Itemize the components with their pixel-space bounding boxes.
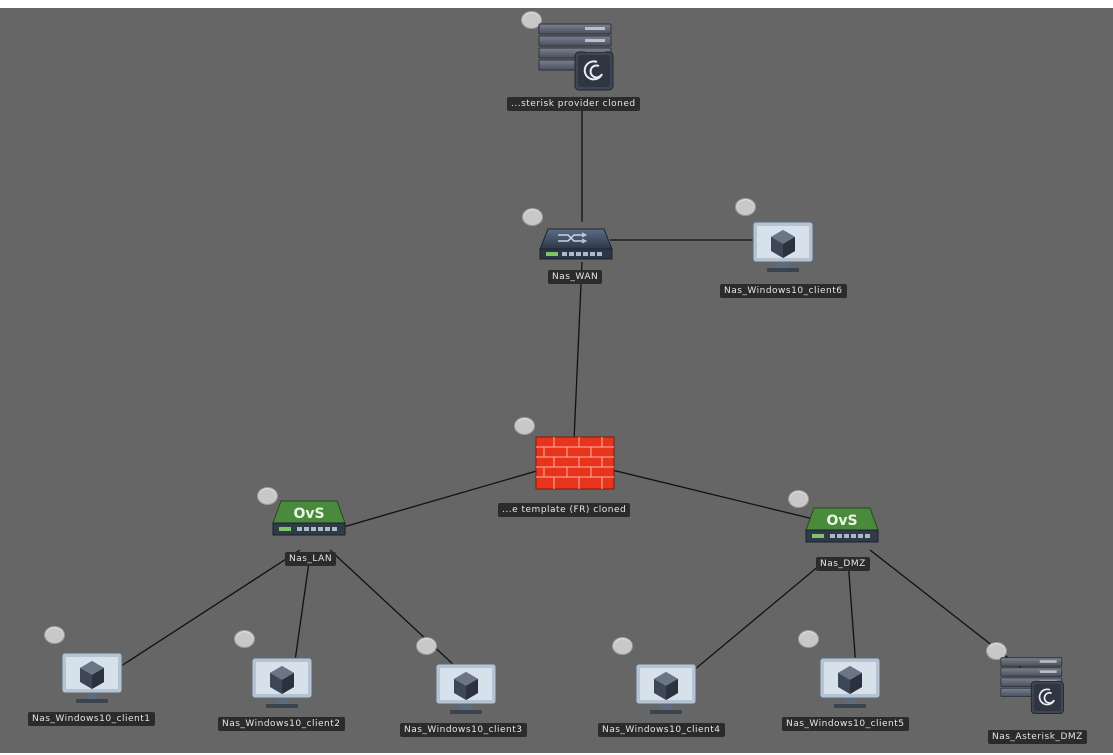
status-indicator [234, 630, 255, 648]
node-label: Nas_Windows10_client6 [720, 284, 847, 298]
status-indicator [612, 637, 633, 655]
link-lan-client2[interactable] [293, 554, 311, 669]
link-lan-client3[interactable] [329, 549, 471, 681]
status-indicator [522, 208, 543, 226]
workspace-background[interactable] [0, 8, 1113, 753]
node-client5[interactable]: Nas_Windows10_client5 [780, 630, 940, 735]
link-wan-firewall[interactable] [573, 261, 583, 441]
node-label: Nas_Windows10_client2 [218, 717, 345, 731]
openvswitch-icon: OvS [805, 507, 879, 543]
status-indicator [735, 198, 756, 216]
node-label: Nas_Asterisk_DMZ [988, 730, 1087, 744]
node-label: Nas_Windows10_client1 [28, 712, 155, 726]
status-indicator [798, 630, 819, 648]
status-indicator [416, 637, 437, 655]
node-asterisk-dmz[interactable]: Nas_Asterisk_DMZ [982, 642, 1110, 748]
link-lan-client1[interactable] [117, 549, 301, 669]
vm-monitor-icon [752, 221, 814, 272]
status-indicator [788, 490, 809, 508]
node-firewall[interactable]: ...e template (FR) cloned [498, 415, 658, 525]
node-nas-wan[interactable]: Nas_WAN [520, 205, 620, 290]
link-dmz-client5[interactable] [847, 559, 857, 669]
status-indicator [257, 487, 278, 505]
node-asterisk-provider[interactable]: ...sterisk provider cloned [505, 8, 665, 118]
debian-server-icon [1000, 657, 1064, 714]
node-client4[interactable]: Nas_Windows10_client4 [596, 636, 756, 741]
vm-monitor-icon [819, 657, 881, 708]
link-dmz-client4[interactable] [681, 559, 827, 681]
vm-monitor-icon [251, 657, 313, 708]
firewall-icon [535, 436, 615, 490]
status-indicator [521, 11, 542, 29]
node-label: Nas_DMZ [816, 557, 870, 571]
link-firewall-lan[interactable] [339, 469, 541, 529]
node-client6[interactable]: Nas_Windows10_client6 [715, 196, 865, 301]
debian-server-icon [538, 23, 614, 91]
vm-monitor-icon [635, 663, 697, 714]
node-label: Nas_Windows10_client3 [400, 723, 527, 737]
ovs-logo-text: OvS [293, 506, 324, 522]
ovs-logo-text: OvS [826, 513, 857, 529]
status-indicator [986, 642, 1007, 660]
openvswitch-icon: OvS [272, 500, 346, 536]
node-label: ...sterisk provider cloned [507, 97, 640, 111]
vm-monitor-icon [435, 663, 497, 714]
ethernet-switch-icon [539, 228, 613, 260]
node-client2[interactable]: Nas_Windows10_client2 [216, 630, 376, 735]
node-label: Nas_Windows10_client5 [782, 717, 909, 731]
node-label: Nas_Windows10_client4 [598, 723, 725, 737]
node-nas-lan[interactable]: OvS Nas_LAN [255, 485, 365, 570]
node-client3[interactable]: Nas_Windows10_client3 [398, 636, 558, 741]
node-nas-dmz[interactable]: OvS Nas_DMZ [788, 488, 898, 573]
node-label: Nas_LAN [285, 552, 337, 566]
node-client1[interactable]: Nas_Windows10_client1 [26, 625, 186, 730]
status-indicator [44, 626, 65, 644]
status-indicator [514, 417, 535, 435]
node-label: ...e template (FR) cloned [498, 503, 631, 517]
node-label: Nas_WAN [548, 270, 603, 284]
vm-monitor-icon [61, 652, 123, 703]
link-firewall-dmz[interactable] [611, 469, 839, 526]
